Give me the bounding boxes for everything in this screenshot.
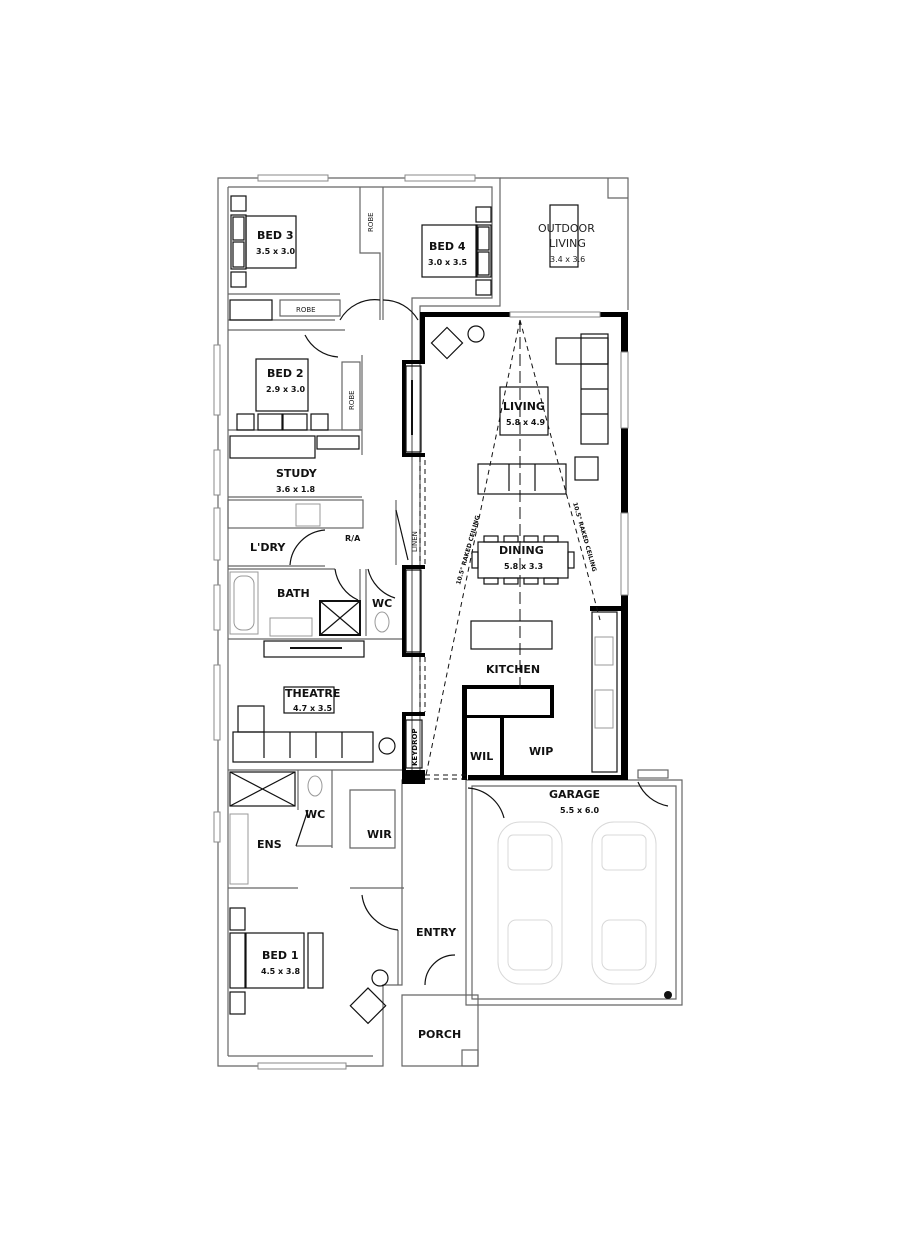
robe-label-bed2: ROBE [348, 390, 356, 410]
raked-ceiling-lines [419, 319, 601, 781]
room-label-garage: GARAGE [549, 788, 600, 801]
room-size-study: 3.6 x 1.8 [276, 485, 316, 494]
cars [497, 821, 657, 985]
room-label-laundry: L'DRY [250, 541, 286, 554]
room-size-garage: 5.5 x 6.0 [560, 806, 600, 815]
room-size-bed3: 3.5 x 3.0 [256, 247, 296, 256]
room-label-bed2: BED 2 [267, 367, 304, 380]
room-label-porch: PORCH [418, 1028, 461, 1041]
room-label-ens: ENS [257, 838, 282, 851]
room-label-outdoor-1: OUTDOOR [538, 222, 595, 235]
ra-label: R/A [345, 534, 361, 543]
room-size-bed2: 2.9 x 3.0 [266, 385, 306, 394]
room-labels: BED 3 3.5 x 3.0 BED 4 3.0 x 3.5 OUTDOOR … [250, 222, 600, 1041]
room-size-bed4: 3.0 x 3.5 [428, 258, 468, 267]
windows [213, 174, 629, 1070]
room-label-bath: BATH [277, 587, 310, 600]
robe-label-top: ROBE [367, 212, 375, 232]
doors [289, 299, 669, 986]
room-label-wip: WIP [529, 745, 553, 758]
room-label-wil: WIL [470, 750, 493, 763]
room-label-dining: DINING [499, 544, 544, 557]
keydrop-label: KEYDROP [411, 728, 419, 766]
room-label-kitchen: KITCHEN [486, 663, 540, 676]
room-size-bed1: 4.5 x 3.8 [261, 967, 301, 976]
room-label-wc1: WC [372, 597, 392, 610]
room-label-living: LIVING [503, 400, 545, 413]
room-label-bed3: BED 3 [257, 229, 294, 242]
room-label-bed1: BED 1 [262, 949, 299, 962]
room-size-dining: 5.8 x 3.3 [504, 562, 543, 571]
room-size-theatre: 4.7 x 3.5 [293, 704, 333, 713]
robe-label-bed3: ROBE [296, 306, 316, 314]
annotations: ROBE ROBE ROBE LINEN KEYDROP R/A 10.5° R… [296, 212, 598, 766]
raked-ceiling-label-right: 10.5° RAKED CEILING [571, 502, 598, 573]
room-label-study: STUDY [276, 467, 318, 480]
linen-label: LINEN [411, 531, 419, 552]
room-label-wc2: WC [305, 808, 325, 821]
room-size-outdoor: 3.4 x 3.6 [550, 255, 585, 264]
room-label-theatre: THEATRE [285, 687, 340, 700]
thick-walls [402, 312, 628, 784]
furniture [229, 195, 672, 1025]
room-size-living: 5.8 x 4.9 [506, 418, 546, 427]
room-label-outdoor-2: LIVING [549, 237, 586, 250]
room-label-wir: WIR [367, 828, 392, 841]
room-label-entry: ENTRY [416, 926, 457, 939]
room-label-bed4: BED 4 [429, 240, 466, 253]
interior-walls [227, 187, 404, 985]
